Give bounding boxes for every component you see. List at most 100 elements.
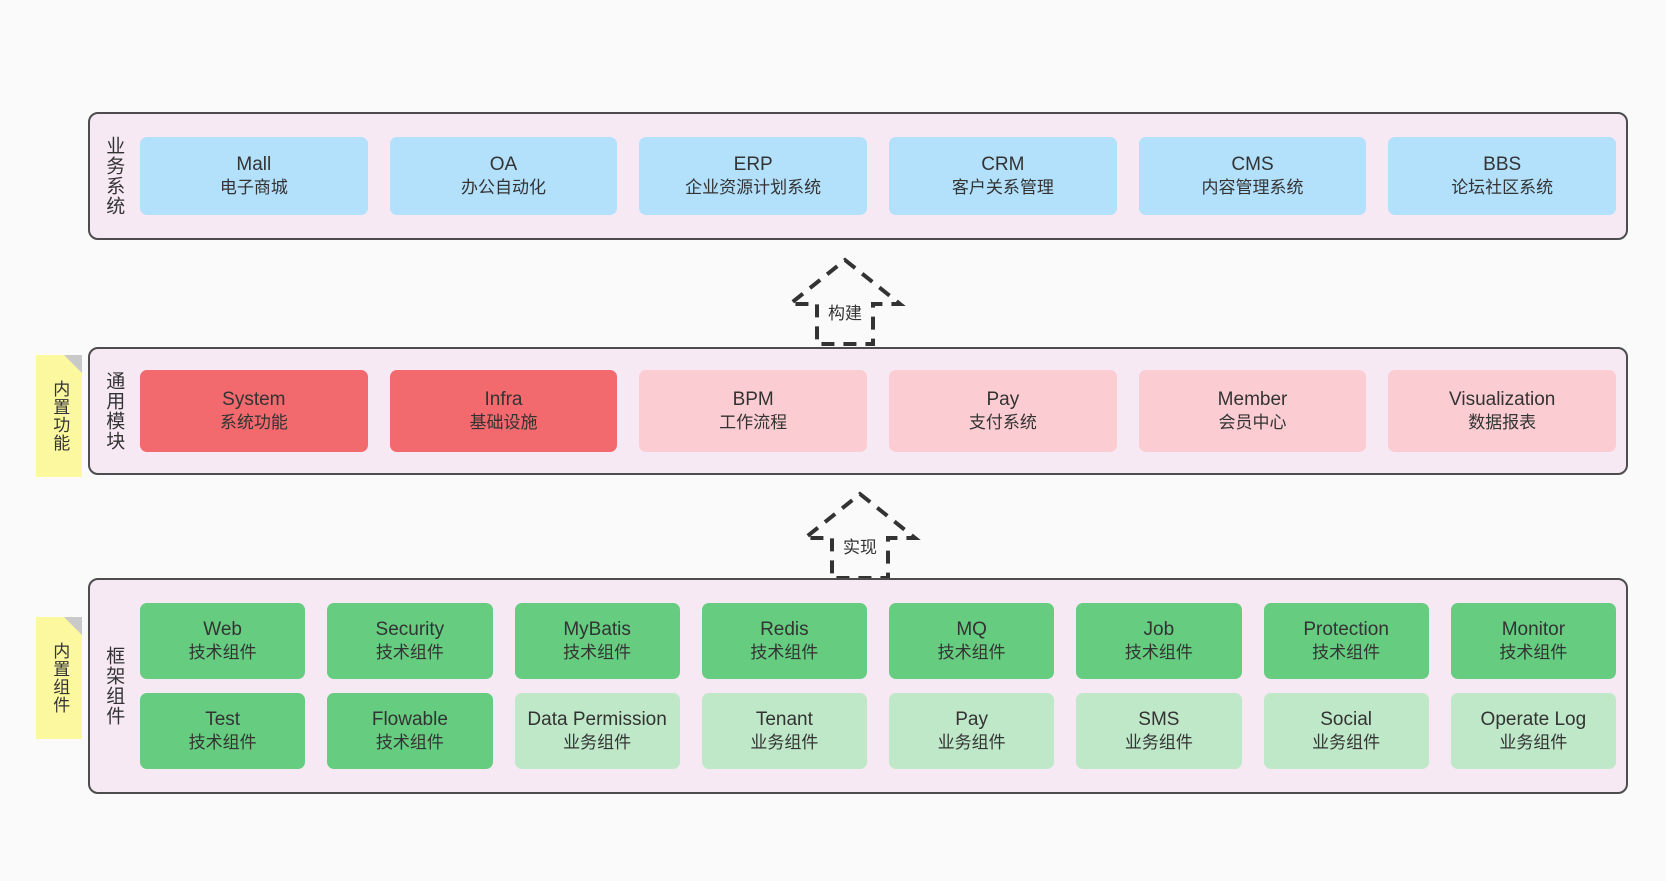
layer-business-systems: 业务系统 Mall 电子商城 OA 办公自动化 ERP 企业资源计划系统 CRM… — [88, 112, 1628, 240]
layer-title-common-modules: 通用模块 — [103, 371, 125, 451]
node-title: Pay — [955, 708, 988, 730]
node-subtitle: 电子商城 — [219, 177, 288, 197]
node-title: Mall — [236, 153, 272, 175]
node-subtitle: 业务组件 — [1312, 732, 1381, 752]
node-title: CRM — [981, 153, 1025, 175]
node-web[interactable]: Web 技术组件 — [140, 603, 306, 679]
node-data-permission[interactable]: Data Permission 业务组件 — [514, 693, 680, 769]
node-tenant[interactable]: Tenant 业务组件 — [701, 693, 867, 769]
layer-body-business-systems: Mall 电子商城 OA 办公自动化 ERP 企业资源计划系统 CRM 客户关系… — [136, 114, 1626, 238]
node-erp[interactable]: ERP 企业资源计划系统 — [639, 137, 868, 215]
node-title: Job — [1143, 618, 1175, 640]
node-subtitle: 内容管理系统 — [1201, 177, 1304, 197]
node-sms[interactable]: SMS 业务组件 — [1076, 693, 1242, 769]
node-subtitle: 论坛社区系统 — [1451, 177, 1554, 197]
node-subtitle: 业务组件 — [937, 732, 1006, 752]
node-subtitle: 支付系统 — [968, 412, 1037, 432]
node-subtitle: 办公自动化 — [461, 177, 546, 197]
node-subtitle: 会员中心 — [1218, 412, 1287, 432]
generalization-arrow-icon — [784, 257, 906, 346]
node-security[interactable]: Security 技术组件 — [327, 603, 493, 679]
node-subtitle: 系统功能 — [219, 412, 288, 432]
node-subtitle: 技术组件 — [1312, 642, 1381, 662]
node-subtitle: 企业资源计划系统 — [685, 177, 822, 197]
node-subtitle: 基础设施 — [469, 412, 538, 432]
node-subtitle: 技术组件 — [188, 642, 257, 662]
layer-title-business-systems: 业务系统 — [103, 136, 125, 216]
node-pay-component[interactable]: Pay 业务组件 — [889, 693, 1055, 769]
node-subtitle: 技术组件 — [188, 732, 257, 752]
node-oa[interactable]: OA 办公自动化 — [389, 137, 618, 215]
generalization-arrow-icon — [799, 491, 921, 580]
node-title: Social — [1320, 708, 1372, 730]
node-title: Test — [205, 708, 241, 730]
node-subtitle: 业务组件 — [1124, 732, 1193, 752]
node-title: CMS — [1231, 153, 1274, 175]
node-pay[interactable]: Pay 支付系统 — [889, 370, 1117, 452]
node-title: ERP — [733, 153, 773, 175]
node-row: Mall 电子商城 OA 办公自动化 ERP 企业资源计划系统 CRM 客户关系… — [140, 137, 1617, 215]
node-title: Monitor — [1501, 618, 1566, 640]
node-protection[interactable]: Protection 技术组件 — [1263, 603, 1429, 679]
node-subtitle: 技术组件 — [1124, 642, 1193, 662]
node-monitor[interactable]: Monitor 技术组件 — [1450, 603, 1616, 679]
layer-title-framework-components: 框架组件 — [103, 646, 125, 726]
node-social[interactable]: Social 业务组件 — [1263, 693, 1429, 769]
node-title: Flowable — [371, 708, 448, 730]
node-cms[interactable]: CMS 内容管理系统 — [1138, 137, 1367, 215]
node-member[interactable]: Member 会员中心 — [1138, 370, 1367, 452]
note-builtin-functions: 内置功能 — [36, 355, 82, 477]
note-builtin-components: 内置组件 — [36, 617, 82, 739]
node-title: BPM — [732, 388, 774, 410]
node-subtitle: 工作流程 — [719, 412, 788, 432]
node-title: Security — [375, 618, 445, 640]
node-title: Visualization — [1449, 388, 1556, 410]
node-test[interactable]: Test 技术组件 — [140, 693, 306, 769]
node-title: Protection — [1303, 618, 1389, 640]
layer-common-modules: 通用模块 System 系统功能 Infra 基础设施 BPM 工作流程 Pay… — [88, 347, 1628, 475]
node-title: SMS — [1138, 708, 1180, 730]
node-subtitle: 技术组件 — [750, 642, 819, 662]
node-row: Web 技术组件 Security 技术组件 MyBatis 技术组件 Redi… — [140, 603, 1616, 679]
layer-framework-components: 框架组件 Web 技术组件 Security 技术组件 MyBatis 技术组件… — [88, 578, 1628, 794]
node-crm[interactable]: CRM 客户关系管理 — [889, 137, 1117, 215]
node-subtitle: 业务组件 — [750, 732, 819, 752]
node-title: OA — [489, 153, 518, 175]
node-title: BBS — [1483, 153, 1522, 175]
layer-body-framework-components: Web 技术组件 Security 技术组件 MyBatis 技术组件 Redi… — [136, 580, 1626, 792]
node-bbs[interactable]: BBS 论坛社区系统 — [1388, 137, 1617, 215]
node-subtitle: 技术组件 — [937, 642, 1006, 662]
node-row: Test 技术组件 Flowable 技术组件 Data Permission … — [140, 693, 1616, 769]
node-flowable[interactable]: Flowable 技术组件 — [327, 693, 493, 769]
node-title: System — [222, 388, 286, 410]
node-mall[interactable]: Mall 电子商城 — [140, 137, 368, 215]
node-title: Infra — [484, 388, 523, 410]
node-subtitle: 技术组件 — [375, 642, 444, 662]
node-redis[interactable]: Redis 技术组件 — [701, 603, 867, 679]
node-subtitle: 技术组件 — [1499, 642, 1568, 662]
node-title: Redis — [760, 618, 809, 640]
node-subtitle: 客户关系管理 — [951, 177, 1054, 197]
node-subtitle: 业务组件 — [563, 732, 632, 752]
node-title: Operate Log — [1480, 708, 1587, 730]
connector-build: 构建 — [760, 256, 930, 348]
node-job[interactable]: Job 技术组件 — [1076, 603, 1242, 679]
note-label: 内置组件 — [50, 642, 70, 714]
node-title: Member — [1217, 388, 1288, 410]
node-subtitle: 业务组件 — [1499, 732, 1568, 752]
node-subtitle: 技术组件 — [563, 642, 632, 662]
node-operate-log[interactable]: Operate Log 业务组件 — [1450, 693, 1616, 769]
node-title: Pay — [986, 388, 1020, 410]
node-infra[interactable]: Infra 基础设施 — [389, 370, 618, 452]
node-title: MyBatis — [563, 618, 631, 640]
node-mq[interactable]: MQ 技术组件 — [889, 603, 1055, 679]
node-row: System 系统功能 Infra 基础设施 BPM 工作流程 Pay 支付系统… — [140, 370, 1617, 452]
node-system[interactable]: System 系统功能 — [140, 370, 368, 452]
node-title: MQ — [956, 618, 987, 640]
node-title: Data Permission — [527, 708, 667, 730]
node-visualization[interactable]: Visualization 数据报表 — [1388, 370, 1617, 452]
node-mybatis[interactable]: MyBatis 技术组件 — [514, 603, 680, 679]
note-label: 内置功能 — [50, 380, 70, 452]
node-bpm[interactable]: BPM 工作流程 — [639, 370, 868, 452]
